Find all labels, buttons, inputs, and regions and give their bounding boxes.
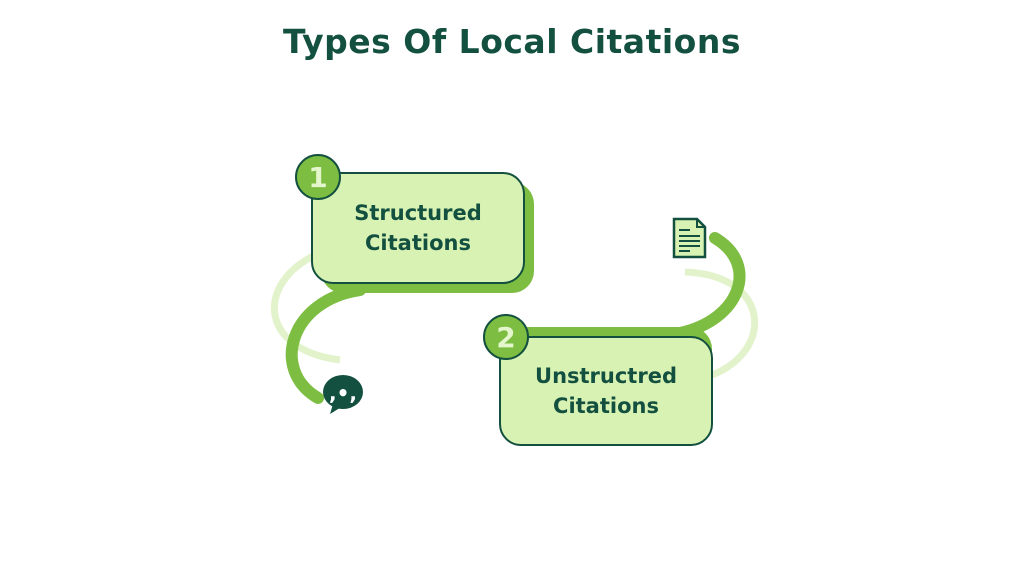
- number-badge-1: 1: [295, 154, 341, 200]
- document-icon: [672, 217, 707, 259]
- light-arc-2: [684, 268, 759, 379]
- card-1-line1: Structured: [354, 201, 482, 225]
- card-2-line2: Citations: [553, 394, 659, 418]
- light-arc-1: [270, 251, 341, 364]
- svg-text:,•,: ,•,: [329, 381, 357, 405]
- accent-arc-2: [674, 232, 746, 339]
- speech-bubble-quote-icon: ,•,: [323, 375, 363, 414]
- accent-arc-1: [285, 284, 366, 404]
- page-title: Types Of Local Citations: [283, 22, 741, 61]
- card-2-line1: Unstructred: [535, 364, 677, 388]
- card-1-line2: Citations: [365, 231, 471, 255]
- number-badge-2: 2: [483, 314, 529, 360]
